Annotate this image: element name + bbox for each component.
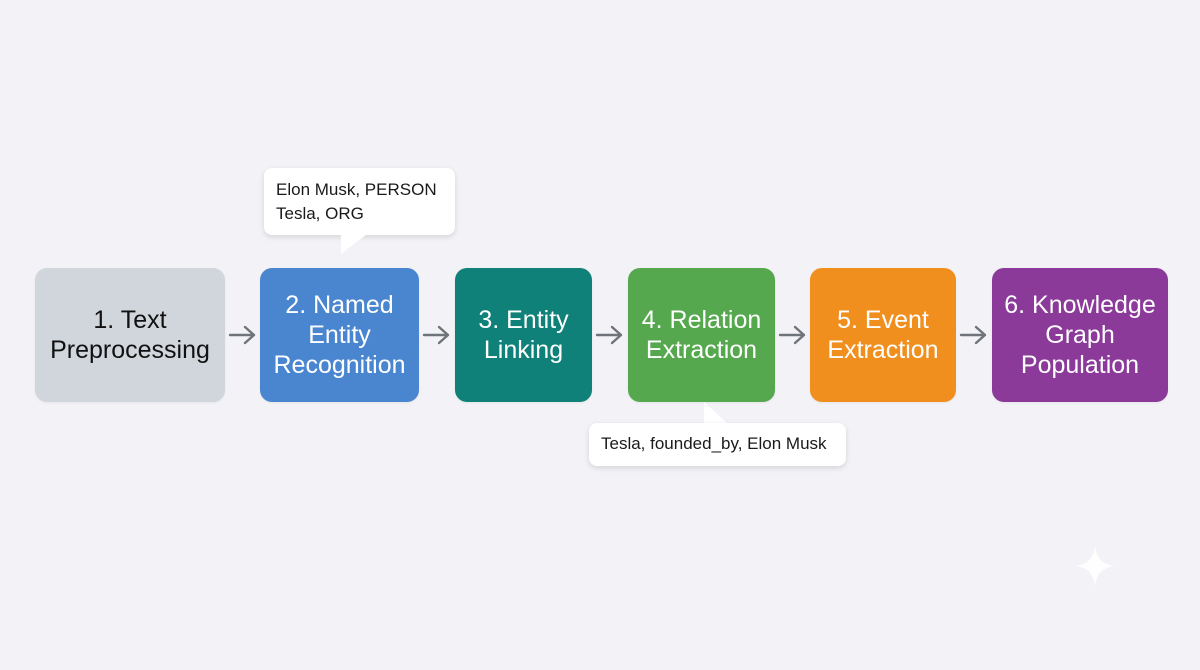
callout-pointer	[704, 402, 728, 424]
callout-line: Tesla, ORG	[276, 204, 364, 223]
step-knowledge-graph-population: 6. Knowledge Graph Population	[992, 268, 1168, 402]
step-relation-extraction: 4. Relation Extraction	[628, 268, 775, 402]
callout-line: Tesla, founded_by, Elon Musk	[601, 434, 827, 453]
step-label: 1. Text Preprocessing	[50, 306, 210, 364]
arrow-icon	[959, 322, 989, 348]
step-label: 3. Entity Linking	[478, 306, 569, 364]
step-label: 6. Knowledge Graph Population	[1004, 291, 1156, 379]
step-label: 5. Event Extraction	[827, 306, 939, 364]
arrow-icon	[595, 322, 625, 348]
ner-example-callout: Elon Musk, PERSON Tesla, ORG	[264, 168, 455, 235]
sparkle-icon	[1073, 544, 1117, 588]
step-label: 4. Relation Extraction	[641, 306, 762, 364]
relation-example-callout: Tesla, founded_by, Elon Musk	[589, 423, 846, 466]
step-event-extraction: 5. Event Extraction	[810, 268, 956, 402]
step-label: 2. Named Entity Recognition	[273, 291, 406, 379]
arrow-icon	[778, 322, 808, 348]
step-entity-linking: 3. Entity Linking	[455, 268, 592, 402]
step-text-preprocessing: 1. Text Preprocessing	[35, 268, 225, 402]
step-named-entity-recognition: 2. Named Entity Recognition	[260, 268, 419, 402]
callout-line: Elon Musk, PERSON	[276, 180, 437, 199]
arrow-icon	[422, 322, 452, 348]
arrow-icon	[228, 322, 258, 348]
callout-pointer	[341, 234, 367, 254]
